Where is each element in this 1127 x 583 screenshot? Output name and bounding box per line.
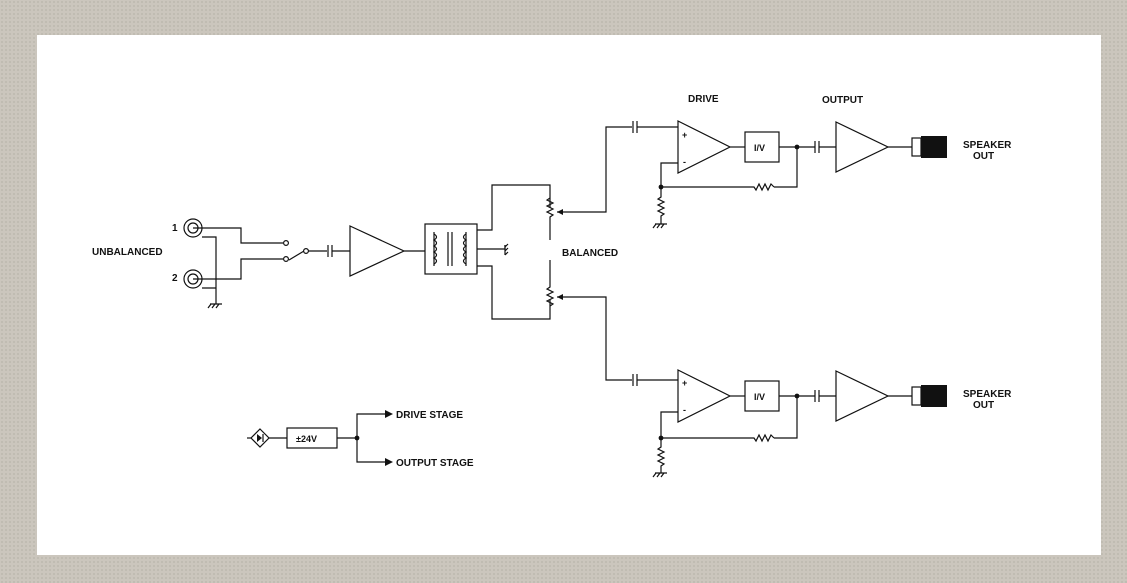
input-1-label: 1 (172, 223, 178, 234)
potentiometer-bottom (545, 260, 632, 381)
speaker-out-top-label-2: OUT (973, 151, 994, 162)
output-stage-label: OUTPUT STAGE (396, 458, 474, 469)
input-transformer (424, 223, 478, 275)
output-amp-top (835, 121, 890, 173)
feedback-resistor-bottom (660, 411, 775, 443)
input-capacitor (327, 245, 333, 257)
drive-capacitor-top (632, 121, 638, 133)
svg-text:-: - (683, 157, 686, 167)
speaker-out-top-label-1: SPEAKER (963, 140, 1012, 151)
input-buffer-amp (349, 225, 406, 277)
speaker-out-bottom-label-1: SPEAKER (963, 389, 1012, 400)
drive-capacitor-bottom (632, 374, 638, 386)
drive-label: DRIVE (688, 94, 719, 105)
iv-converter-top: I/V (744, 131, 780, 163)
output-amp-bottom (835, 370, 890, 422)
svg-text:+: + (682, 378, 687, 388)
svg-text:-: - (683, 405, 686, 415)
output-capacitor-bottom (814, 390, 820, 402)
speaker-out-connector-top (911, 136, 947, 158)
speaker-out-bottom-label-2: OUT (973, 400, 994, 411)
diagram-panel (37, 35, 1101, 555)
speaker-out-connector-bottom (911, 385, 947, 407)
feedback-resistor-top (660, 162, 775, 192)
ac-input-rectifier-symbol (250, 428, 270, 448)
power-supply-block: ±24V (286, 427, 338, 449)
svg-text:I/V: I/V (754, 392, 765, 402)
drive-opamp-top (677, 120, 732, 174)
input-2-label: 2 (172, 273, 178, 284)
svg-text:I/V: I/V (754, 143, 765, 153)
ground-symbol-input (207, 300, 222, 309)
svg-text:±24V: ±24V (296, 434, 317, 444)
svg-text:+: + (682, 130, 687, 140)
drive-stage-label: DRIVE STAGE (396, 410, 463, 421)
ground-resistor-top (652, 187, 667, 229)
unbalanced-label: UNBALANCED (92, 247, 163, 258)
ground-symbol-transformer (504, 243, 509, 256)
input-selector-switch (283, 240, 310, 263)
balanced-label: BALANCED (562, 248, 618, 259)
drive-opamp-bottom (677, 369, 732, 423)
ground-resistor-bottom (652, 438, 667, 478)
output-label: OUTPUT (822, 95, 863, 106)
output-capacitor-top (814, 141, 820, 153)
potentiometer-top (545, 126, 632, 240)
iv-converter-bottom: I/V (744, 380, 780, 412)
